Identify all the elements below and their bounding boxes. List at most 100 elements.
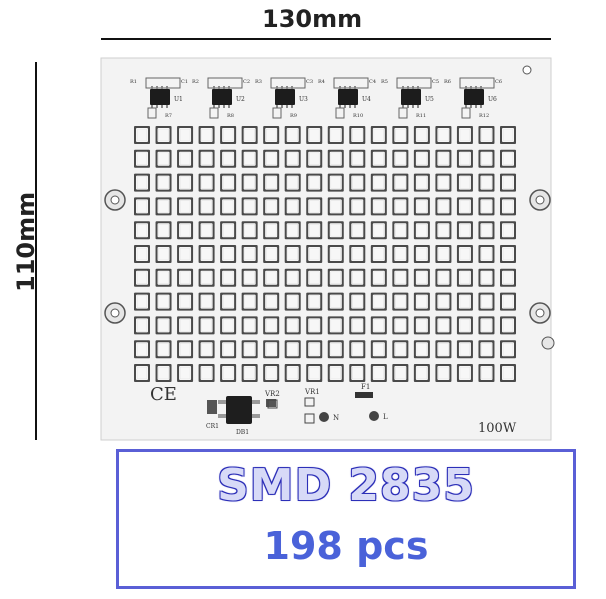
smd-led (413, 221, 430, 240)
smd-led (306, 364, 323, 382)
smd-led (306, 173, 323, 192)
smd-led (155, 292, 172, 311)
smd-led (413, 197, 430, 216)
smd-led (177, 292, 194, 311)
smd-led (456, 245, 473, 263)
bridge-rectifier (207, 396, 276, 424)
driver-ic (207, 77, 243, 119)
smd-led (435, 245, 452, 263)
smd-led (198, 221, 215, 240)
smd-led (220, 292, 237, 311)
smd-led (198, 173, 215, 192)
top-component-label: R4 (318, 79, 325, 85)
driver-ic (459, 77, 495, 119)
smd-led (456, 340, 473, 359)
smd-led (284, 173, 301, 192)
resistor-label: R11 (416, 113, 426, 119)
smd-led (177, 364, 194, 382)
varistor-pads (267, 397, 315, 424)
vr2-label: VR2 (264, 390, 280, 398)
smd-led (478, 364, 495, 382)
smd-led (155, 149, 172, 168)
smd-led (284, 221, 301, 240)
smd-led (263, 197, 280, 216)
ic-label: U1 (174, 96, 183, 103)
smd-led (241, 245, 258, 263)
ic-label: U5 (425, 96, 434, 103)
smd-led (284, 340, 301, 359)
smd-led (327, 221, 344, 240)
smd-led (306, 149, 323, 168)
smd-led (370, 126, 387, 144)
vr1-label: VR1 (304, 388, 320, 396)
smd-led (327, 126, 344, 144)
driver-ic (145, 77, 181, 119)
driver-ic (396, 77, 432, 119)
smd-led (392, 364, 409, 382)
smd-led (284, 149, 301, 168)
smd-led (306, 245, 323, 263)
smd-led (263, 364, 280, 382)
mounting-hole-left-top (104, 189, 126, 211)
smd-led (478, 197, 495, 216)
smd-led (284, 316, 301, 335)
pcb-board (100, 57, 552, 441)
smd-led (134, 149, 150, 168)
smd-led (241, 149, 258, 168)
smd-led (198, 292, 215, 311)
smd-led (177, 149, 194, 168)
mounting-hole-top (522, 65, 532, 75)
top-component-label: R2 (192, 79, 199, 85)
smd-led (478, 292, 495, 311)
fuse-label: F1 (361, 383, 370, 391)
smd-led (177, 173, 194, 192)
smd-led (198, 316, 215, 335)
smd-led (177, 197, 194, 216)
top-component-label: R6 (444, 79, 451, 85)
smd-led (177, 340, 194, 359)
width-dimension-label: 130mm (262, 5, 363, 33)
smd-led (413, 268, 430, 287)
smd-led (263, 149, 280, 168)
smd-led (392, 316, 409, 335)
smd-led (349, 316, 366, 335)
smd-led (327, 268, 344, 287)
smd-led (349, 149, 366, 168)
smd-led (478, 221, 495, 240)
smd-led (456, 268, 473, 287)
smd-led (413, 316, 430, 335)
smd-led (198, 268, 215, 287)
smd-led (134, 268, 150, 287)
smd-led (349, 221, 366, 240)
smd-led (500, 149, 516, 168)
smd-led (500, 173, 516, 192)
smd-led (500, 221, 516, 240)
ce-mark: CE (150, 384, 177, 405)
smd-led (349, 245, 366, 263)
neutral-label: N (333, 414, 339, 422)
smd-led (306, 340, 323, 359)
smd-led (435, 221, 452, 240)
smd-led (370, 268, 387, 287)
smd-led (349, 173, 366, 192)
smd-led (220, 245, 237, 263)
smd-led (435, 149, 452, 168)
smd-led (327, 292, 344, 311)
smd-led (349, 364, 366, 382)
smd-led (392, 268, 409, 287)
smd-led (177, 221, 194, 240)
smd-led (349, 268, 366, 287)
smd-led (284, 364, 301, 382)
smd-led (456, 316, 473, 335)
smd-led (370, 316, 387, 335)
smd-led (370, 173, 387, 192)
resistor-label: R12 (479, 113, 489, 119)
smd-led (263, 316, 280, 335)
smd-led (392, 340, 409, 359)
smd-led (500, 126, 516, 144)
smd-led (370, 292, 387, 311)
smd-led (306, 221, 323, 240)
smd-led (456, 221, 473, 240)
smd-led (198, 126, 215, 144)
smd-led (220, 149, 237, 168)
